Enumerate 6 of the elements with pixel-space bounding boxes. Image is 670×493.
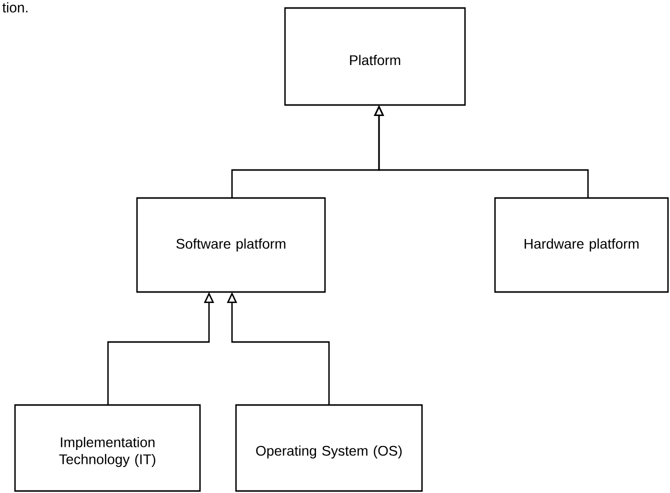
box: Software platform	[136, 197, 326, 293]
box: Hardware platform	[494, 197, 669, 293]
box: Operating System (OS)	[235, 404, 423, 492]
box: Implementation Technology (IT)	[14, 404, 201, 492]
box: Platform	[284, 7, 466, 106]
text-fragment: tion.	[2, 2, 28, 12]
